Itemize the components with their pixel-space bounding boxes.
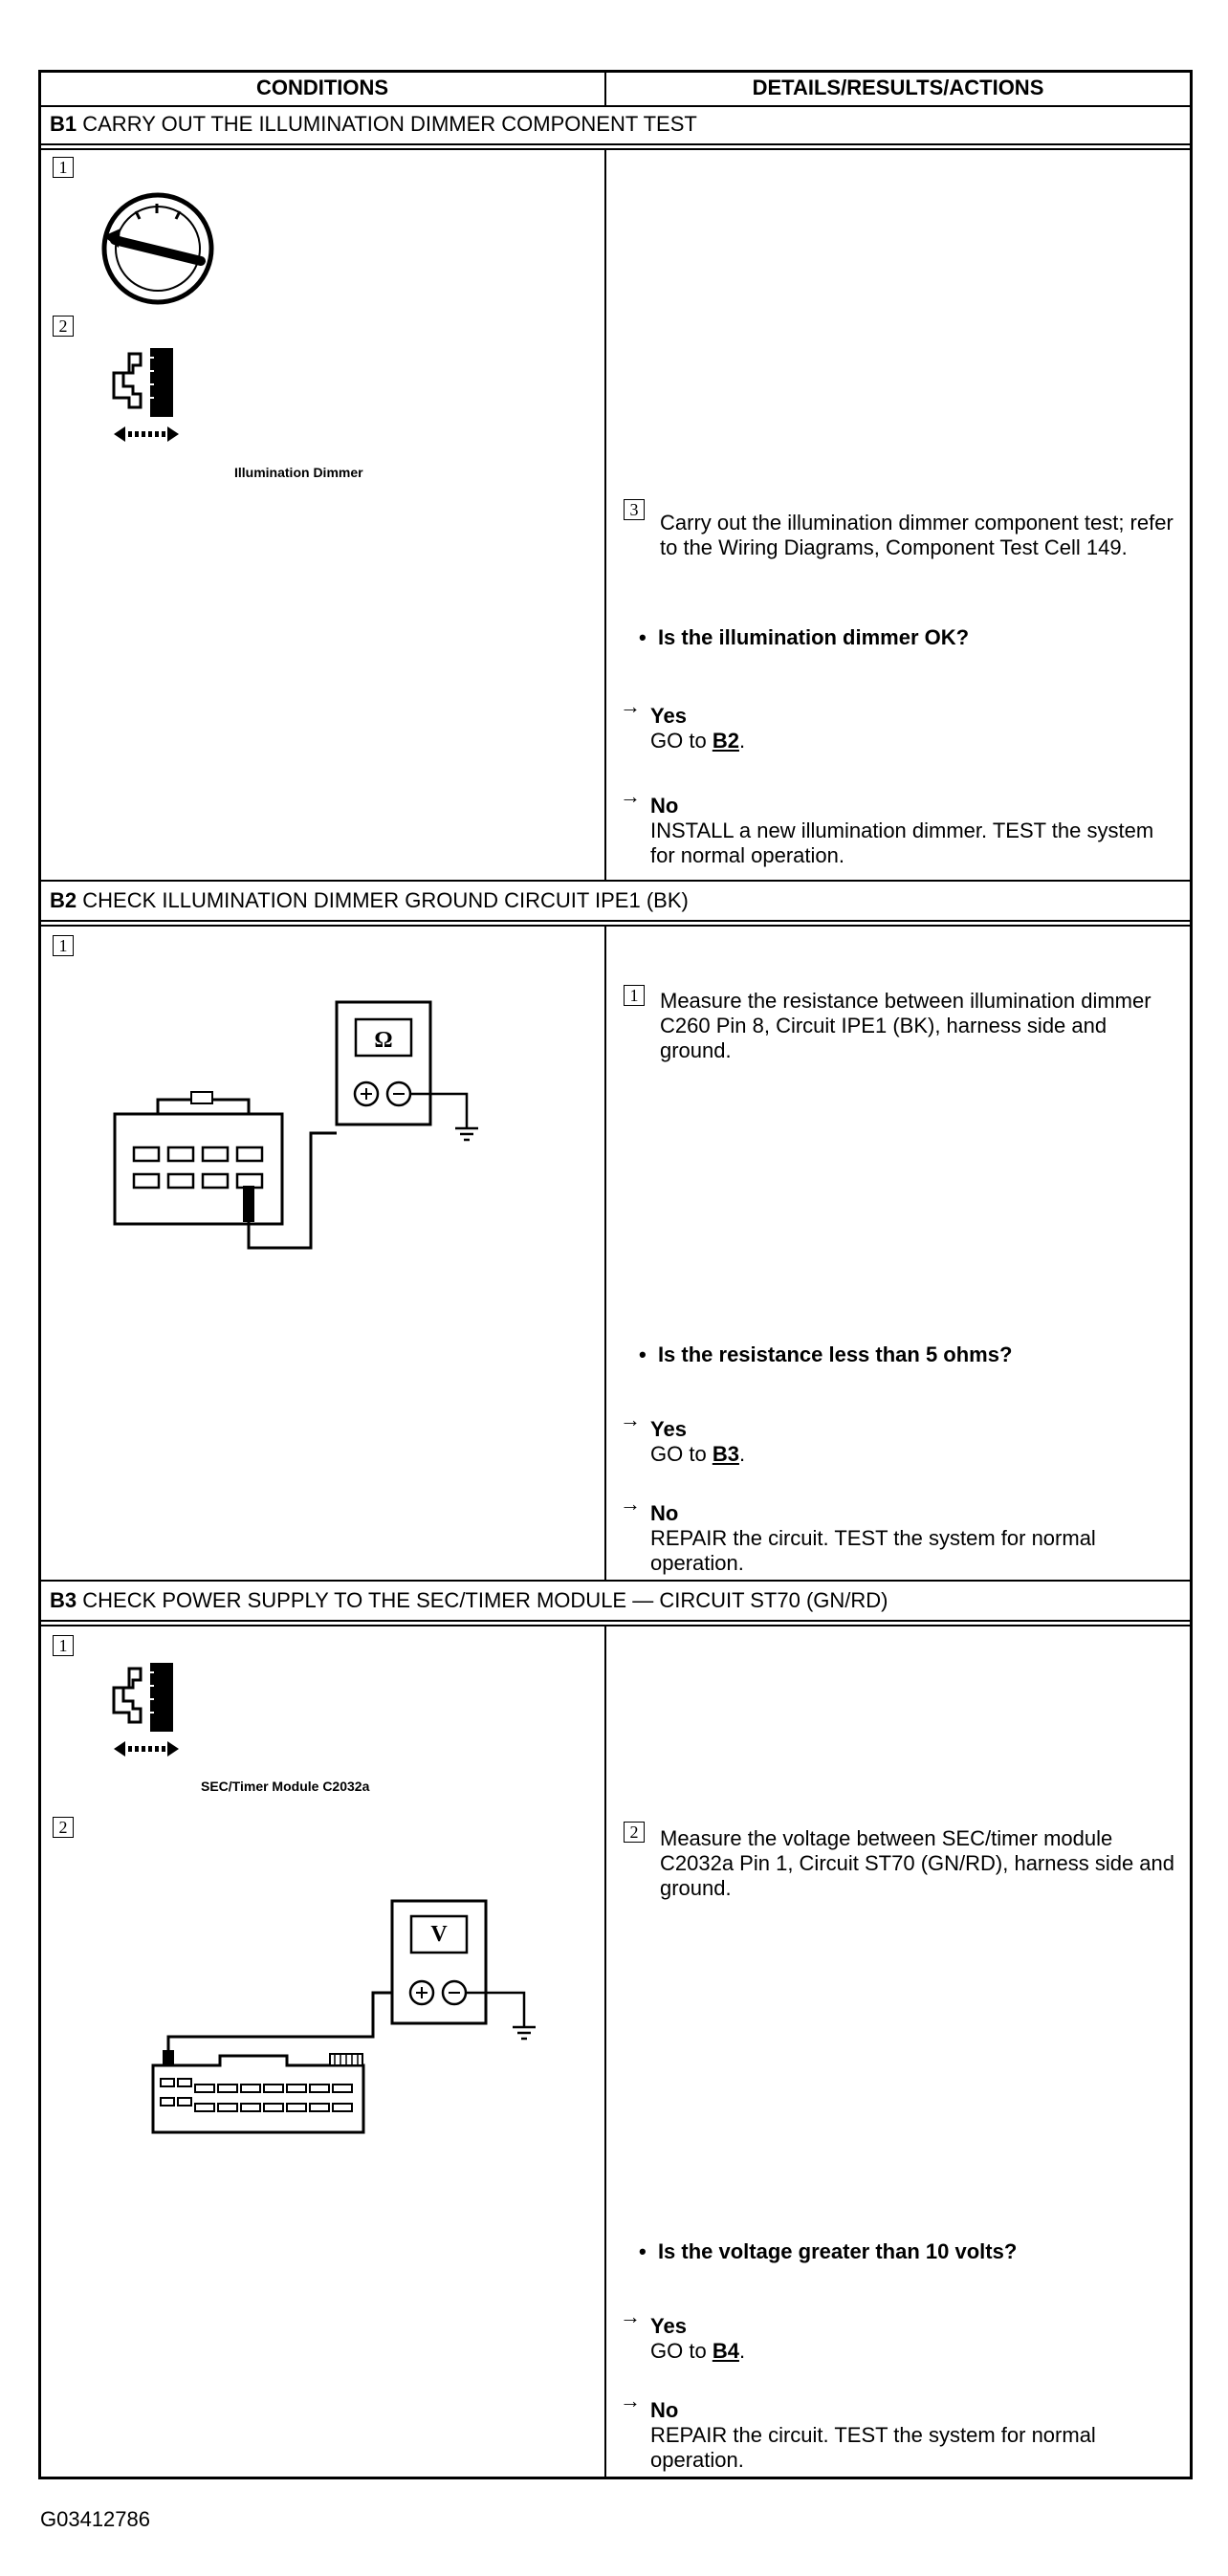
disconnect-connector-icon — [112, 348, 179, 442]
voltmeter-diagram — [151, 1899, 536, 2134]
b1-col-divider — [604, 148, 606, 880]
b1-no-arrow-icon: → — [620, 784, 641, 808]
b3-header-top-rule — [38, 1580, 1193, 1582]
b2-yes-action: GO to B3. — [650, 1442, 746, 1466]
col-header-conditions: CONDITIONS — [255, 76, 389, 99]
b3-instruction: Measure the voltage between SEC/timer mo… — [660, 1826, 1175, 1900]
b2-yes-label: Yes — [650, 1417, 687, 1441]
b1-yes-arrow-icon: → — [620, 694, 641, 718]
b1-step1-box: 1 — [53, 157, 74, 178]
b2-top-rule-2 — [38, 925, 1193, 927]
b1-no-label: No — [650, 794, 679, 818]
b2-header-top-rule — [38, 880, 1193, 882]
header-col-divider — [604, 70, 606, 106]
b3-question: • Is the voltage greater than 10 volts? — [639, 2239, 1018, 2263]
table-left-border — [38, 70, 41, 2479]
table-top-border — [38, 70, 1193, 73]
b3-step1-box: 1 — [53, 1635, 74, 1656]
table-bottom-border — [38, 2477, 1193, 2479]
ohmmeter-diagram — [113, 1000, 478, 1250]
b2-question: • Is the resistance less than 5 ohms? — [639, 1343, 1013, 1366]
b1-step3-box: 3 — [624, 499, 645, 520]
header-divider — [38, 105, 1193, 107]
b1-goto-link[interactable]: B2 — [712, 729, 739, 753]
b3-no-arrow-icon: → — [620, 2389, 641, 2412]
b1-top-rule — [38, 143, 1193, 145]
b1-top-rule-2 — [38, 148, 1193, 150]
b2-top-rule — [38, 920, 1193, 922]
b3-no-action: REPAIR the circuit. TEST the system for … — [650, 2423, 1096, 2472]
b1-question: • Is the illumination dimmer OK? — [639, 625, 970, 649]
col-header-details: DETAILS/RESULTS/ACTIONS — [752, 76, 1044, 99]
b3-step2-detail-box: 2 — [624, 1822, 645, 1843]
b1-yes-label: Yes — [650, 704, 687, 728]
ignition-switch-icon — [101, 192, 214, 305]
b1-caption: Illumination Dimmer — [234, 465, 363, 480]
b2-goto-link[interactable]: B3 — [712, 1442, 739, 1466]
volt-symbol: V — [430, 1922, 448, 1947]
b3-top-rule-2 — [38, 1625, 1193, 1626]
b1-yes-action: GO to B2. — [650, 729, 746, 753]
b2-section-title: B2 CHECK ILLUMINATION DIMMER GROUND CIRC… — [50, 888, 689, 912]
b3-top-rule — [38, 1620, 1193, 1622]
b2-step1-box: 1 — [53, 935, 74, 956]
b1-instruction: Carry out the illumination dimmer compon… — [660, 511, 1173, 559]
b3-col-divider — [604, 1625, 606, 2478]
b2-instruction: Measure the resistance between illuminat… — [660, 989, 1151, 1062]
b2-no-arrow-icon: → — [620, 1492, 641, 1516]
b2-yes-arrow-icon: → — [620, 1408, 641, 1431]
b3-section-title: B3 CHECK POWER SUPPLY TO THE SEC/TIMER M… — [50, 1588, 888, 1612]
figure-id: G03412786 — [40, 2507, 150, 2531]
b2-col-divider — [604, 925, 606, 1580]
b3-no-label: No — [650, 2398, 679, 2422]
ohm-symbol: Ω — [374, 1028, 393, 1053]
b3-step2-box: 2 — [53, 1817, 74, 1838]
table-right-border — [1190, 70, 1193, 2479]
disconnect-connector-icon — [112, 1663, 179, 1757]
b2-no-label: No — [650, 1501, 679, 1525]
b1-step2-box: 2 — [53, 316, 74, 337]
b3-caption: SEC/Timer Module C2032a — [201, 1779, 370, 1794]
b1-section-title: B1 CARRY OUT THE ILLUMINATION DIMMER COM… — [50, 112, 697, 136]
b3-goto-link[interactable]: B4 — [712, 2339, 739, 2363]
b3-yes-label: Yes — [650, 2314, 687, 2338]
b3-yes-action: GO to B4. — [650, 2339, 746, 2363]
b2-no-action: REPAIR the circuit. TEST the system for … — [650, 1526, 1096, 1575]
b1-no-action: INSTALL a new illumination dimmer. TEST … — [650, 819, 1154, 867]
b2-step1-detail-box: 1 — [624, 985, 645, 1006]
b3-yes-arrow-icon: → — [620, 2304, 641, 2328]
